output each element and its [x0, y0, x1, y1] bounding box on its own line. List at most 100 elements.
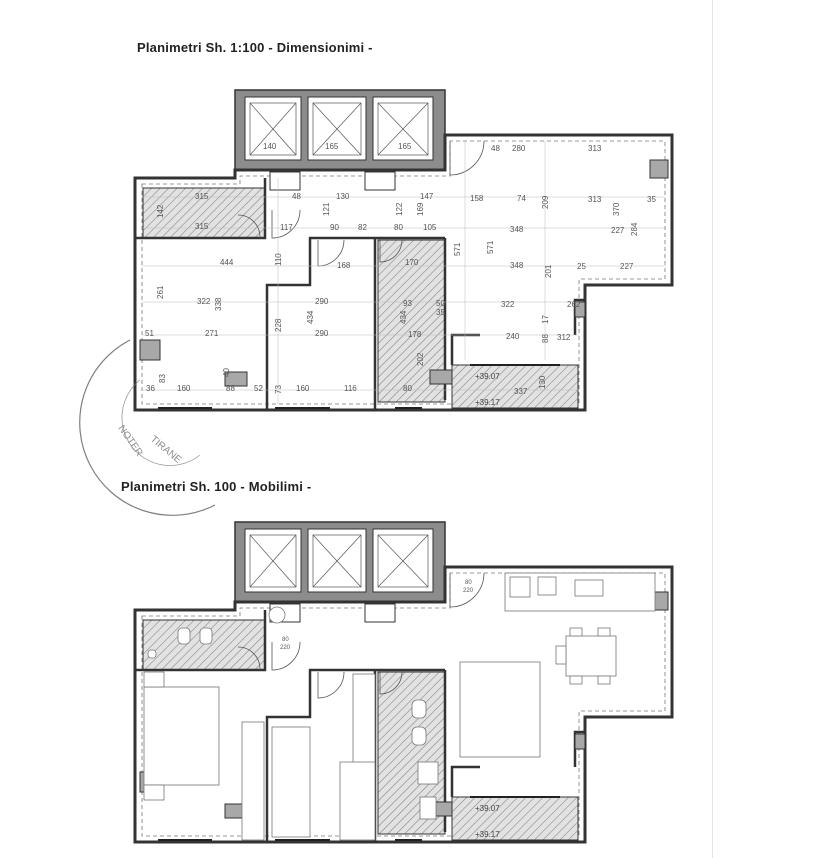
double-bed [143, 686, 220, 786]
toilet [199, 627, 213, 645]
dim-label: 201 [544, 264, 553, 278]
dim-label: 290 [315, 329, 329, 338]
furniture [143, 572, 656, 841]
dim-label: 90 [330, 223, 339, 232]
chair [597, 627, 611, 637]
dim-label: 227 [620, 262, 634, 271]
dim-label: 40 [222, 368, 231, 377]
dim-label: 370 [612, 202, 621, 216]
dim-label: 280 [512, 144, 526, 153]
dim-label: 35 [436, 308, 445, 317]
dim-label: 209 [541, 195, 550, 209]
dim-label: 271 [205, 329, 219, 338]
dim-label: 48 [292, 192, 301, 201]
wardrobe [241, 721, 265, 841]
svg-text:NOTER: NOTER [116, 423, 145, 458]
dim-label: 313 [588, 195, 602, 204]
dim-label: 322 [197, 297, 211, 306]
dim-label: 52 [254, 384, 263, 393]
dim-label: 228 [274, 318, 283, 332]
dim-label: 80 [394, 223, 403, 232]
dim-label: 165 [398, 142, 412, 151]
dim-label: 290 [315, 297, 329, 306]
dim-label: 130 [336, 192, 350, 201]
page-edge [712, 0, 713, 858]
plan-dimensions: 140 165 165 315 142 315 444 110 261 322 … [133, 88, 674, 412]
dim-label: 202 [416, 352, 425, 366]
dim-label: 80 [403, 384, 412, 393]
dim-label: 82 [358, 223, 367, 232]
dim-label: 348 [510, 225, 524, 234]
dim-label: 140 [263, 142, 277, 151]
chair [597, 675, 611, 685]
dim-label: 169 [416, 202, 425, 216]
dim-label: 434 [306, 310, 315, 324]
door-labels: 80 220 80 220 [280, 580, 474, 651]
dim-label: 74 [517, 194, 526, 203]
notary-stamp: NOTER TIRANE [79, 339, 216, 516]
chair [569, 675, 583, 685]
dim-label: 35 [647, 195, 656, 204]
chair [555, 645, 567, 665]
door-height: 220 [463, 588, 474, 594]
dim-label: 315 [195, 222, 209, 231]
dim-label: 73 [274, 385, 283, 394]
dim-label: 160 [296, 384, 310, 393]
dim-label: 160 [177, 384, 191, 393]
level-label-bottom: +39.17 [475, 398, 500, 407]
dim-label: 116 [344, 384, 357, 393]
dim-label: 17 [541, 315, 550, 324]
water-heater [268, 606, 286, 624]
dim-label: 170 [405, 258, 419, 267]
single-bed [339, 761, 376, 841]
dim-label: 337 [514, 387, 528, 396]
dim-label: 36 [146, 384, 155, 393]
dim-label: 338 [214, 297, 223, 311]
dim-label: 88 [226, 384, 235, 393]
kitchen-sink [574, 579, 604, 597]
dim-label: 93 [403, 299, 412, 308]
dim-label: 130 [538, 375, 547, 389]
single-bed [271, 726, 311, 838]
dim-label: 571 [486, 240, 495, 254]
dim-label: 434 [399, 310, 408, 324]
dim-label: 284 [630, 222, 639, 236]
dim-label: 83 [158, 374, 167, 383]
dim-label: 348 [510, 261, 524, 270]
washbasin [419, 796, 437, 820]
level-label-top: +39.07 [475, 372, 500, 381]
dim-label: 262 [567, 300, 581, 309]
dimension-labels: 140 165 165 315 142 315 444 110 261 322 … [145, 142, 656, 396]
level-label-top: +39.07 [475, 804, 500, 813]
cooktop [537, 576, 557, 596]
dim-label: 121 [322, 202, 331, 216]
dim-label: 48 [491, 144, 500, 153]
dimension-lines [142, 141, 665, 404]
dim-label: 261 [156, 285, 165, 299]
dim-label: 25 [577, 262, 586, 271]
dining-table [565, 635, 617, 677]
dim-label: 168 [337, 261, 351, 270]
bidet [177, 627, 191, 645]
dim-label: 50 [436, 299, 445, 308]
dim-label: 312 [557, 333, 571, 342]
dim-label: 313 [588, 144, 602, 153]
title-dimensions: Planimetri Sh. 1:100 - Dimensionimi - [137, 40, 373, 55]
door-height: 220 [280, 645, 291, 651]
toilet [411, 699, 427, 719]
level-label-bottom: +39.17 [475, 830, 500, 839]
fridge [509, 576, 531, 598]
svg-text:TIRANE: TIRANE [148, 434, 183, 466]
bidet [411, 726, 427, 746]
dim-label: 315 [195, 192, 209, 201]
dim-label: 142 [156, 204, 165, 218]
dim-label: 158 [470, 194, 484, 203]
dim-label: 88 [541, 334, 550, 343]
dim-label: 147 [420, 192, 434, 201]
plan-furniture: 80 220 80 220 +39.07 +39.17 [133, 520, 674, 844]
dim-label: 178 [408, 330, 422, 339]
chair [569, 627, 583, 637]
sofa-area [459, 661, 541, 758]
dim-label: 571 [453, 242, 462, 256]
